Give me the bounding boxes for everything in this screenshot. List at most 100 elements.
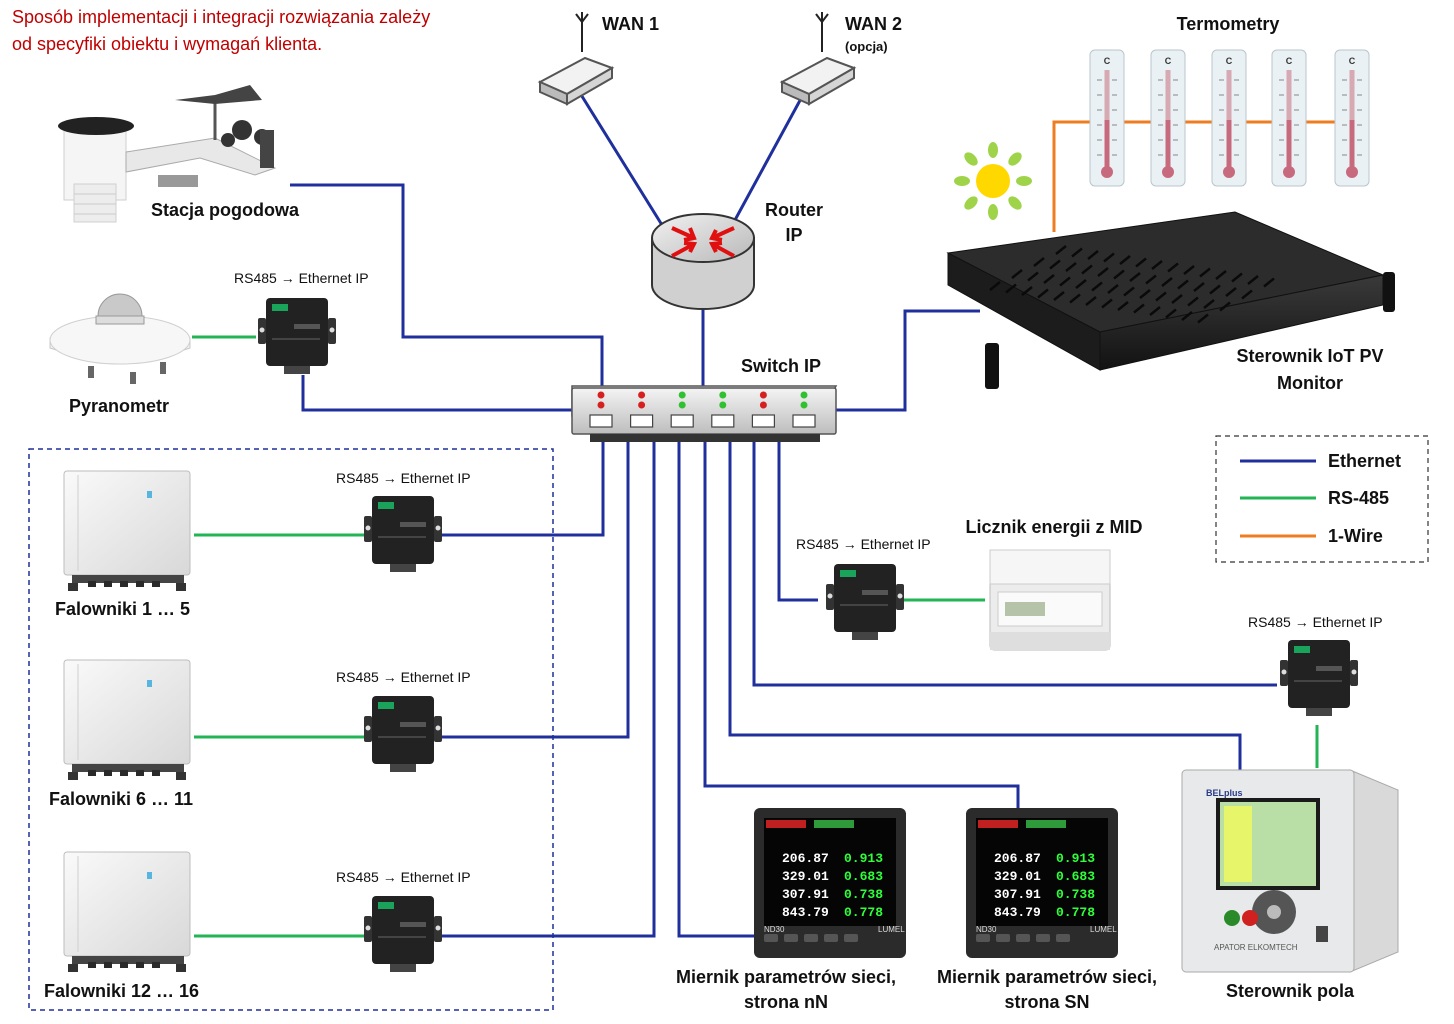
sun-icon bbox=[954, 142, 1032, 220]
switch-port bbox=[751, 414, 776, 428]
vent-slot bbox=[1117, 301, 1129, 311]
vent-slot bbox=[1087, 250, 1099, 260]
router-label-line2: IP bbox=[785, 225, 802, 245]
switch-port bbox=[792, 414, 816, 428]
field-controller-maker: APATOR ELKOMTECH bbox=[1214, 943, 1298, 952]
vent-slot bbox=[1149, 306, 1161, 316]
vent-slot bbox=[1197, 313, 1209, 324]
inverter-1-5-icon bbox=[63, 470, 191, 592]
vent-slot bbox=[1215, 270, 1227, 280]
thermometer-scale-letter: C bbox=[1286, 56, 1293, 66]
router-label-line1: Router bbox=[765, 200, 823, 220]
vent-slot bbox=[1059, 276, 1071, 287]
meter-nn-model: ND30 bbox=[764, 925, 785, 934]
converter-label-inverter-3: RS485 → Ethernet IP bbox=[336, 869, 471, 885]
vent-slot bbox=[1199, 267, 1211, 278]
implementation-note-line2: od specyfiki obiektu i wymagań klienta. bbox=[12, 34, 322, 54]
switch-led bbox=[638, 401, 646, 409]
switch-port bbox=[670, 414, 694, 428]
thermometer-scale-letter: C bbox=[1165, 56, 1172, 66]
vent-slot bbox=[1005, 283, 1017, 294]
vent-slot bbox=[1085, 296, 1097, 306]
thermometer-scale-letter: C bbox=[1349, 56, 1356, 66]
iot-controller-label-line1: Sterownik IoT PV bbox=[1236, 346, 1383, 366]
field-controller-brand: BELplus bbox=[1206, 788, 1243, 798]
switch-led bbox=[597, 391, 605, 399]
meter-reading-right: 0.778 bbox=[1056, 905, 1095, 920]
vent-slot bbox=[1183, 265, 1195, 275]
converter-label-field-controller: RS485 → Ethernet IP bbox=[1248, 614, 1383, 630]
vent-slot bbox=[1021, 286, 1033, 296]
vent-slot bbox=[1129, 272, 1141, 282]
iot-controller-label-line2: Monitor bbox=[1277, 373, 1343, 393]
iot-controller-icon bbox=[946, 211, 1395, 389]
vent-slot bbox=[1231, 272, 1243, 283]
field-controller-label: Sterownik pola bbox=[1226, 981, 1355, 1001]
meter-nn-label-line2: strona nN bbox=[744, 992, 828, 1012]
switch-led bbox=[678, 401, 686, 409]
vent-slot bbox=[1187, 296, 1199, 307]
switch-led bbox=[800, 401, 808, 409]
meter-reading-left: 206.87 bbox=[994, 851, 1041, 866]
inverter-group-frame bbox=[28, 448, 554, 1011]
weather-station-label: Stacja pogodowa bbox=[151, 200, 300, 220]
vent-slot bbox=[1139, 289, 1151, 299]
vent-slot bbox=[1133, 303, 1145, 314]
converter-pyranometer-icon bbox=[258, 298, 336, 374]
converter-energy-meter-icon bbox=[826, 564, 904, 640]
vent-slot bbox=[1203, 299, 1215, 309]
switch-port bbox=[629, 414, 654, 428]
energy-meter-label: Licznik energii z MID bbox=[965, 517, 1142, 537]
meter-sn-label-line2: strona SN bbox=[1004, 992, 1089, 1012]
switch-led bbox=[759, 391, 767, 399]
switch-led bbox=[597, 401, 605, 409]
vent-slot bbox=[1037, 288, 1049, 299]
meter-reading-left: 329.01 bbox=[994, 869, 1041, 884]
vent-slot bbox=[1171, 294, 1183, 304]
meter-reading-right: 0.683 bbox=[1056, 869, 1095, 884]
vent-slot bbox=[1065, 262, 1077, 272]
thermometers-label: Termometry bbox=[1177, 14, 1280, 34]
meter-reading-left: 307.91 bbox=[994, 887, 1041, 902]
thermometer-icon: C bbox=[1090, 50, 1124, 186]
wan1-label: WAN 1 bbox=[602, 14, 659, 34]
vent-slot bbox=[1181, 311, 1193, 321]
vent-slot bbox=[1049, 259, 1061, 270]
vent-slot bbox=[1043, 274, 1055, 284]
vent-slot bbox=[1247, 275, 1259, 285]
vent-slot bbox=[1155, 291, 1167, 302]
vent-slot bbox=[989, 281, 1001, 291]
legend: Ethernet RS-485 1-Wire bbox=[1215, 435, 1429, 563]
meter-sn-label-line1: Miernik parametrów sieci, bbox=[937, 967, 1157, 987]
meter-nn-brand: LUMEL bbox=[878, 925, 905, 934]
vent-slot bbox=[1071, 247, 1083, 258]
vent-slot bbox=[1119, 255, 1131, 265]
inverter-1-5-label: Falowniki 1 … 5 bbox=[55, 599, 190, 619]
thermometer-icon: C bbox=[1151, 50, 1185, 186]
thermometer-icon: C bbox=[1335, 50, 1369, 186]
converter-inverter-2-icon bbox=[364, 696, 442, 772]
vent-slot bbox=[1101, 298, 1113, 309]
vent-slot bbox=[1145, 274, 1157, 285]
vent-slot bbox=[1135, 257, 1147, 268]
switch-label: Switch IP bbox=[741, 356, 821, 376]
vent-slot bbox=[1081, 264, 1093, 275]
meter-reading-left: 307.91 bbox=[782, 887, 829, 902]
legend-1wire-label: 1-Wire bbox=[1328, 526, 1383, 546]
meter-sn-brand: LUMEL bbox=[1090, 925, 1117, 934]
converter-label-energy-meter: RS485 → Ethernet IP bbox=[796, 536, 931, 552]
vent-slot bbox=[1069, 293, 1081, 304]
meter-reading-right: 0.913 bbox=[1056, 851, 1095, 866]
pyranometer-label: Pyranometr bbox=[69, 396, 169, 416]
switch-led bbox=[800, 391, 808, 399]
wan2-modem-icon bbox=[779, 12, 857, 106]
vent-slot bbox=[1151, 260, 1163, 270]
implementation-note-line1: Sposób implementacji i integracji rozwią… bbox=[12, 7, 430, 27]
vent-slot bbox=[1241, 289, 1253, 300]
inverter-12-16-icon bbox=[63, 851, 191, 973]
vent-slot bbox=[1177, 279, 1189, 290]
vent-slot bbox=[1113, 269, 1125, 280]
energy-meter-icon bbox=[989, 549, 1111, 651]
